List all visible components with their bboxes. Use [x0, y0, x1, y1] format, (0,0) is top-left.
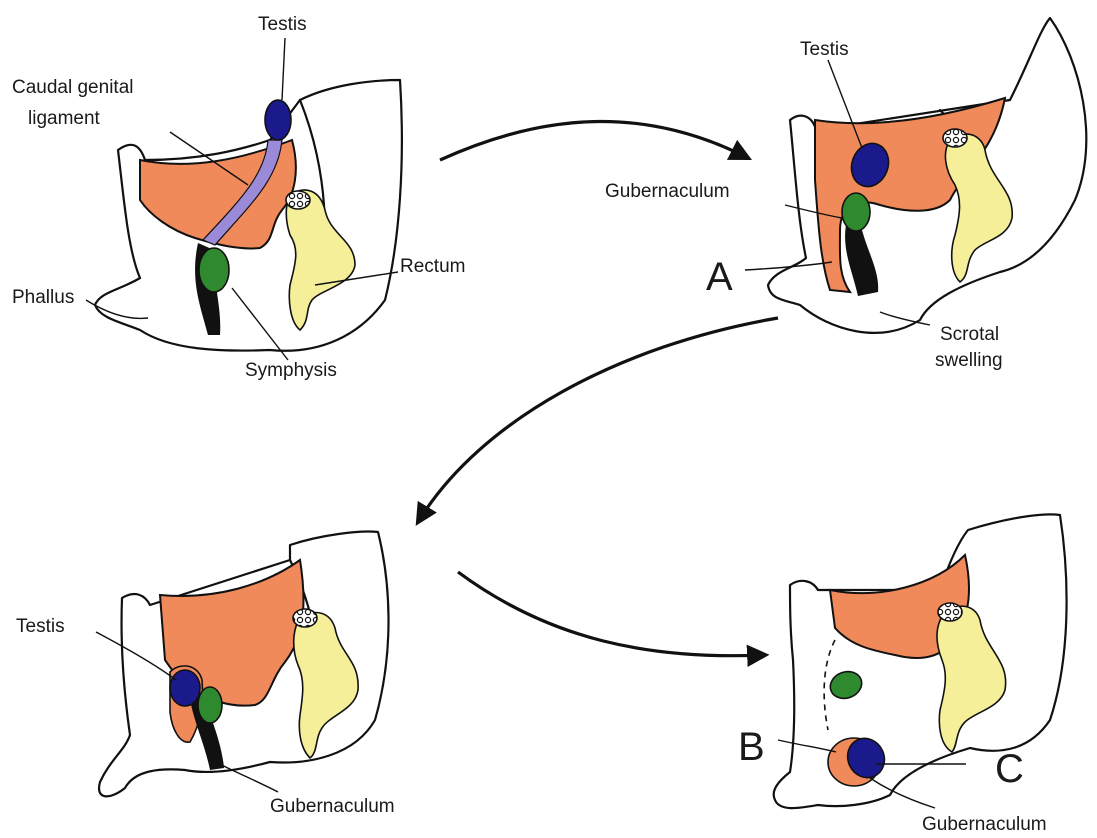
panel-2-gubernaculum-growth: Testis Gubernaculum A Scrotal swelling: [605, 18, 1086, 371]
panel-4-scrotal: B C Gubernaculum: [738, 514, 1067, 835]
panel1-testis: [265, 100, 291, 140]
panel3-rectum: [294, 613, 358, 758]
panel1-label-phallus: Phallus: [12, 287, 74, 308]
panel2-rectum-opening: [943, 129, 967, 147]
panel1-label-caudal-line2: ligament: [28, 108, 101, 129]
panel4-label-gubernaculum: Gubernaculum: [922, 814, 1047, 835]
panel-3-inguinal: Testis Gubernaculum: [16, 532, 395, 817]
arrow-stage1-to-stage2: [440, 121, 748, 160]
panel3-testis: [170, 670, 200, 706]
arrow-stage2-to-stage3: [418, 318, 778, 522]
panel2-label-testis: Testis: [800, 39, 849, 60]
panel4-marker-c: C: [995, 747, 1024, 791]
panel1-label-rectum: Rectum: [400, 256, 465, 277]
panel3-label-testis: Testis: [16, 616, 65, 637]
panel2-label-scrotal-line1: Scrotal: [940, 324, 999, 345]
arrow-stage3-to-stage4: [458, 572, 765, 656]
panel-1-early: Testis Caudal genital ligament Rectum Ph…: [12, 14, 465, 381]
panel4-rectum: [937, 606, 1006, 752]
panel2-label-scrotal-line2: swelling: [935, 350, 1003, 371]
panel4-rectum-opening: [938, 603, 962, 621]
panel2-marker-a: A: [706, 255, 733, 299]
panel1-label-testis: Testis: [258, 14, 307, 35]
panel1-rectum: [286, 190, 355, 330]
panel2-label-gubernaculum: Gubernaculum: [605, 181, 730, 202]
panel3-label-gubernaculum: Gubernaculum: [270, 796, 395, 817]
panel2-symphysis: [842, 193, 870, 231]
panel2-gubernaculum-strand: [845, 222, 878, 296]
panel1-rectum-opening: [286, 191, 310, 209]
panel1-label-symphysis: Symphysis: [245, 360, 337, 381]
panel4-marker-b: B: [738, 725, 765, 769]
panel2-rectum: [945, 134, 1012, 282]
panel1-label-caudal-line1: Caudal genital: [12, 77, 133, 98]
panel3-rectum-opening: [293, 609, 317, 627]
panel1-symphysis: [199, 248, 229, 292]
panel3-symphysis: [198, 687, 222, 723]
panel4-symphysis: [827, 667, 866, 702]
